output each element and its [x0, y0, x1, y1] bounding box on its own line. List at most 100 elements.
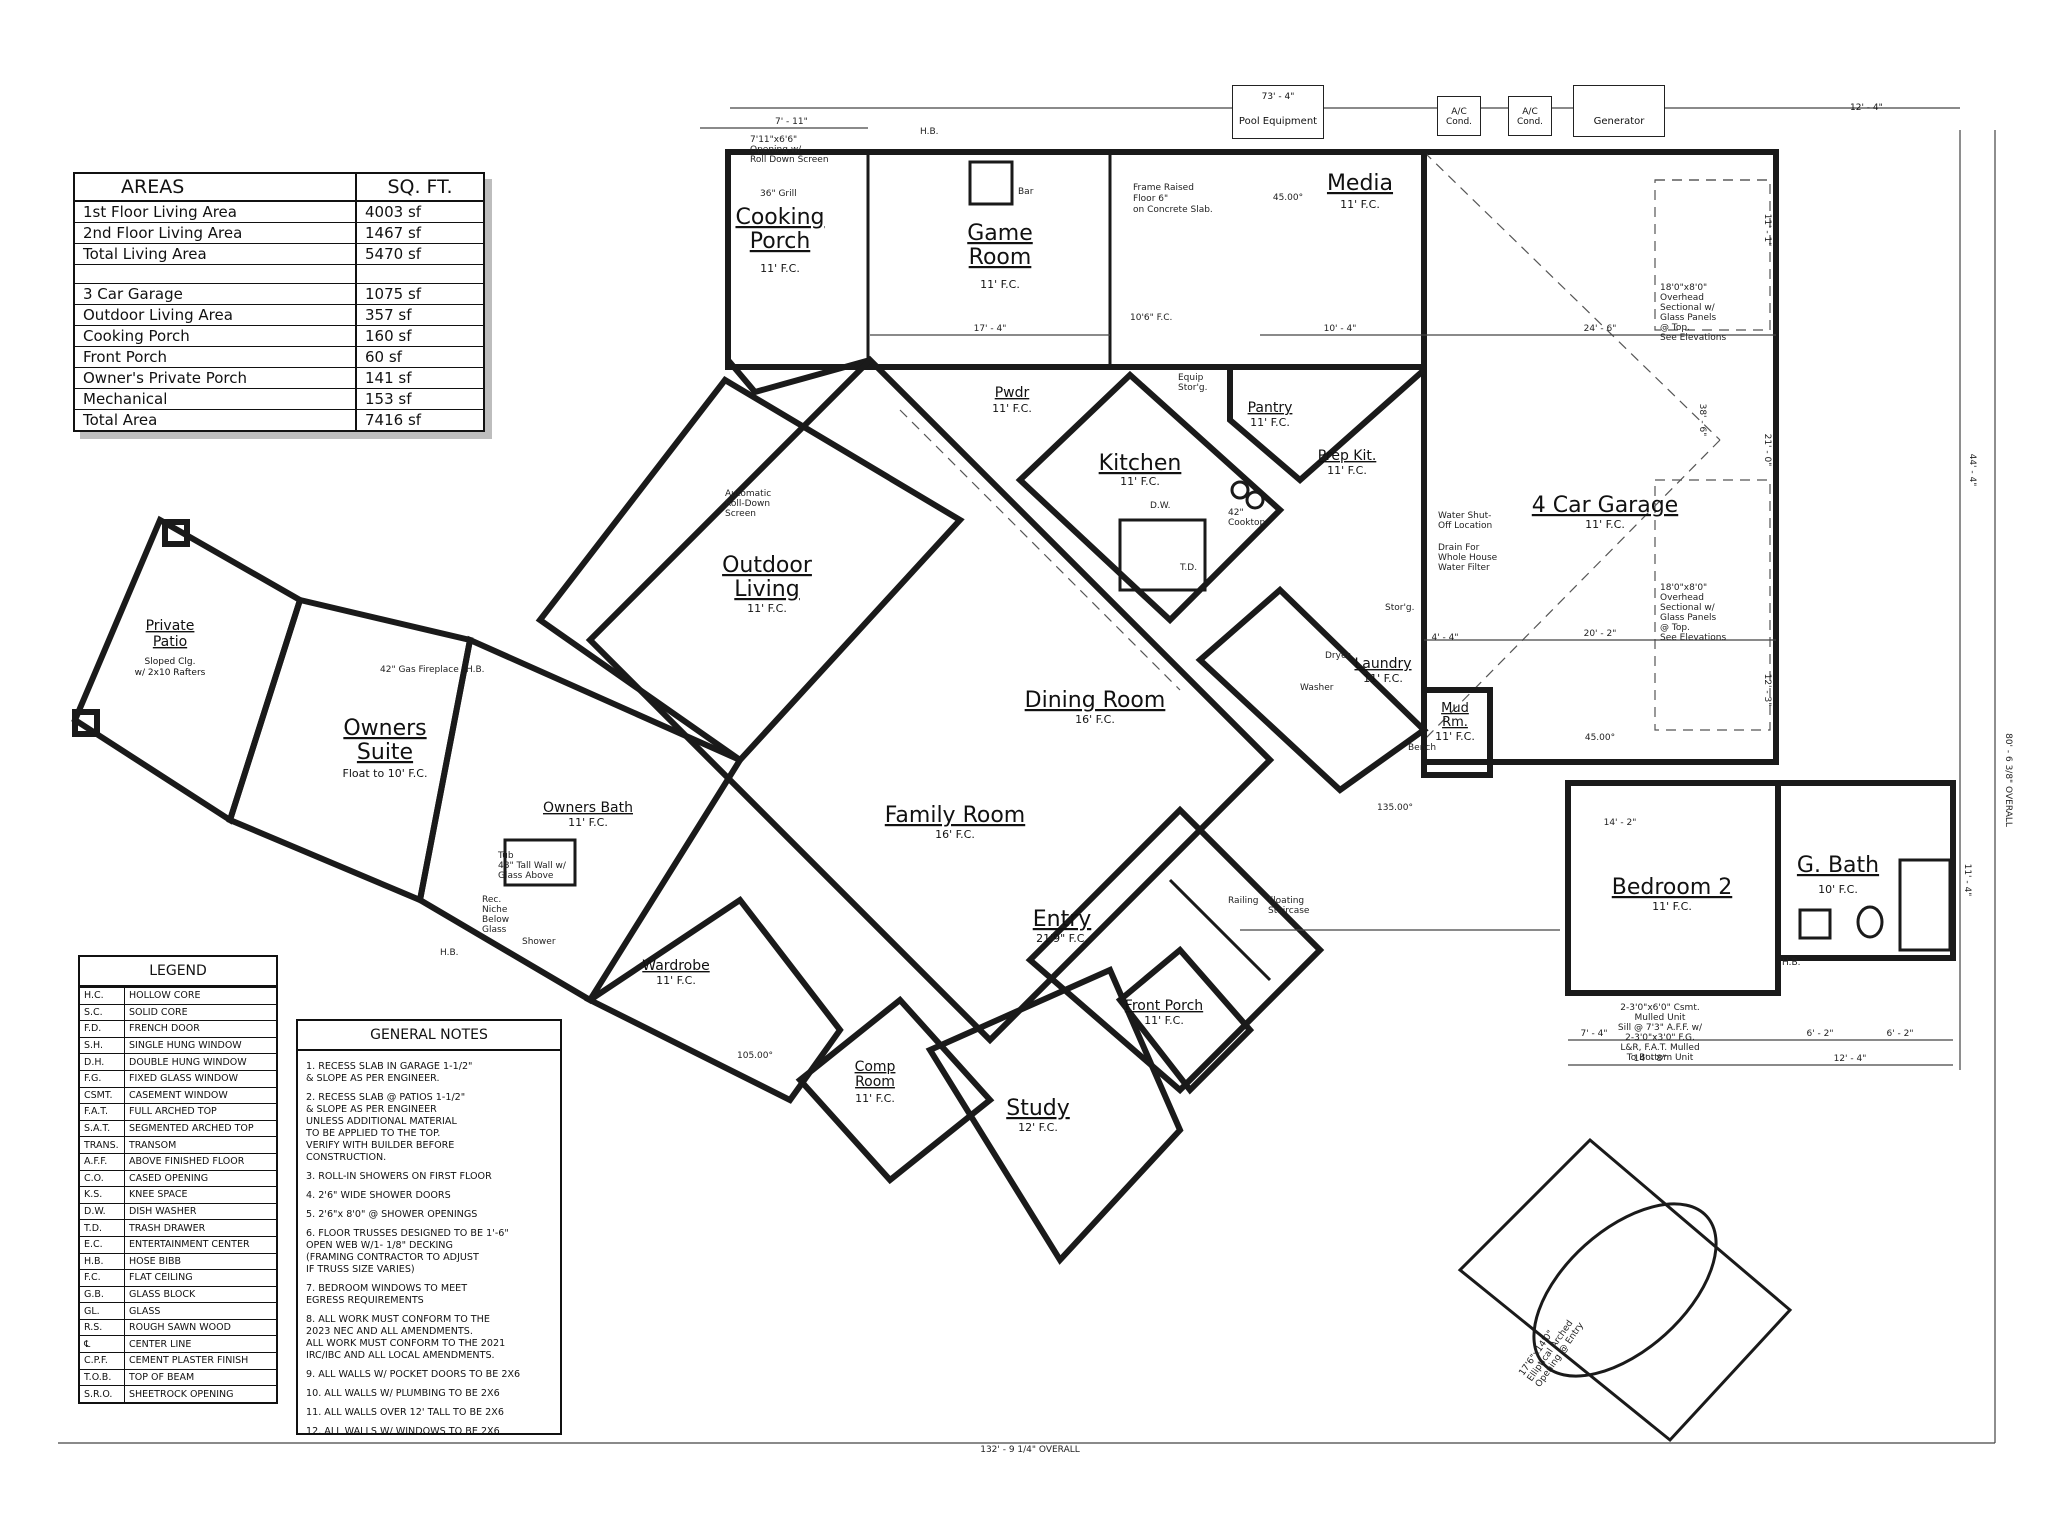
- legend-row: G.B.GLASS BLOCK: [80, 1285, 276, 1303]
- family-room-height: 16' F.C.: [935, 828, 975, 841]
- general-notes-list: 1. RECESS SLAB IN GARAGE 1-1/2" & SLOPE …: [298, 1061, 560, 1438]
- general-note-item: 8. ALL WORK MUST CONFORM TO THE 2023 NEC…: [306, 1314, 506, 1361]
- front-porch-name: Front Porch: [1125, 998, 1203, 1014]
- dim-21-0-text: 21' - 0": [1762, 434, 1772, 467]
- areas-row-blank: [75, 264, 356, 284]
- g-bath-name: G. Bath: [1797, 853, 1879, 878]
- legend-row: S.C.SOLID CORE: [80, 1003, 276, 1021]
- legend-row: CSMT.CASEMENT WINDOW: [80, 1086, 276, 1104]
- bench-label: Bench: [1408, 743, 1436, 753]
- legend-abbr: F.D.: [80, 1020, 125, 1038]
- pantry-walls: [1227, 367, 1426, 484]
- g-bath-shower: [1898, 858, 1952, 952]
- cooktop-burner-1: [1230, 480, 1250, 500]
- kitchen-name: Kitchen: [1099, 451, 1182, 476]
- areas-row-label: 3 Car Garage: [75, 283, 356, 305]
- legend-desc: TRANSOM: [124, 1136, 276, 1154]
- entry-height: 21'9" F.C.: [1036, 932, 1088, 945]
- angle-135-text: 135.00°: [1377, 803, 1413, 813]
- legend-desc: GLASS: [124, 1302, 276, 1320]
- dimension-labels: 17' - 4" 10' - 4" 24' - 6" 20' - 2" 14' …: [737, 193, 1972, 1064]
- legend-abbr: T.O.B.: [80, 1368, 125, 1386]
- dim-6-2a-text: 6' - 2": [1806, 1029, 1833, 1039]
- patio-column-1: [162, 519, 190, 547]
- areas-row-label: Owner's Private Porch: [75, 367, 356, 389]
- right-overall-text-2: 44' - 4": [1967, 454, 1977, 487]
- staircase: [1168, 878, 1272, 982]
- family-dining-walls: [585, 355, 1275, 1045]
- areas-row-label: 2nd Floor Living Area: [75, 222, 356, 244]
- g-bath-height: 10' F.C.: [1818, 883, 1858, 896]
- ac-condenser-1: A/C Cond.: [1437, 96, 1481, 136]
- garage-height: 11' F.C.: [1585, 518, 1625, 531]
- cooktop-label: 42"Cooktop: [1228, 508, 1266, 528]
- general-notes-title: GENERAL NOTES: [298, 1021, 560, 1051]
- legend-abbr: A.F.F.: [80, 1152, 125, 1171]
- legend-desc: GLASS BLOCK: [124, 1285, 276, 1303]
- legend-desc: FLAT CEILING: [124, 1269, 276, 1287]
- legend-abbr: H.C.: [80, 987, 125, 1005]
- legend-abbr: GL.: [80, 1302, 125, 1320]
- legend-abbr: H.B.: [80, 1252, 125, 1270]
- legend-desc: KNEE SPACE: [124, 1186, 276, 1204]
- angle-45a-text: 45.00°: [1273, 193, 1303, 203]
- frame-raised-label-2: Floor 6": [1133, 194, 1168, 204]
- patio-column-2: [72, 709, 100, 737]
- private-patio-walls: [71, 515, 304, 825]
- legend-abbr: S.H.: [80, 1036, 125, 1054]
- legend-row: A.F.F.ABOVE FINISHED FLOOR: [80, 1152, 276, 1171]
- mud-room-height: 11' F.C.: [1435, 730, 1475, 743]
- general-note-item: 6. FLOOR TRUSSES DESIGNED TO BE 1'-6" OP…: [306, 1228, 509, 1275]
- hb-label-4: H.B.: [1782, 958, 1801, 968]
- legend-desc: FIXED GLASS WINDOW: [124, 1069, 276, 1088]
- legend-desc: CEMENT PLASTER FINISH: [124, 1352, 276, 1370]
- front-porch-walls: [1115, 945, 1255, 1095]
- legend-row: R.S.ROUGH SAWN WOOD: [80, 1318, 276, 1336]
- study-walls: [925, 966, 1184, 1265]
- bedroom2-name: Bedroom 2: [1612, 875, 1733, 900]
- frame-raised-label: Frame Raised: [1133, 183, 1194, 193]
- general-note-item: 2. RECESS SLAB @ PATIOS 1-1/2" & SLOPE A…: [306, 1092, 466, 1163]
- prep-kit-height: 11' F.C.: [1327, 464, 1367, 477]
- areas-row-value: 7416 sf: [355, 409, 483, 430]
- areas-row-value: 4003 sf: [355, 201, 483, 223]
- legend-desc: SINGLE HUNG WINDOW: [124, 1036, 276, 1054]
- owners-bath-name: Owners Bath: [543, 800, 633, 816]
- legend-row: S.A.T.SEGMENTED ARCHED TOP: [80, 1119, 276, 1137]
- second-floor-line: [1423, 151, 1721, 441]
- entry-name: Entry: [1033, 907, 1092, 932]
- legend-desc: FRENCH DOOR: [124, 1020, 276, 1038]
- storg-label: Stor'g.: [1385, 603, 1415, 613]
- laundry-height: 11' F.C.: [1363, 672, 1403, 685]
- legend-row: T.O.B.TOP OF BEAM: [80, 1368, 276, 1386]
- garage-width2-dim-text: 20' - 2": [1584, 629, 1617, 639]
- legend-desc: FULL ARCHED TOP: [124, 1103, 276, 1121]
- areas-row-label: Cooking Porch: [75, 325, 356, 347]
- areas-row-label: Mechanical: [75, 388, 356, 410]
- legend-desc: SHEETROCK OPENING: [124, 1385, 276, 1402]
- wardrobe-name: Wardrobe: [642, 958, 709, 974]
- areas-sf-header: SQ. FT.: [355, 174, 483, 202]
- general-note-item: 11. ALL WALLS OVER 12' TALL TO BE 2X6: [306, 1407, 504, 1418]
- general-note-item: 5. 2'6"x 8'0" @ SHOWER OPENINGS: [306, 1209, 478, 1220]
- g-bath-toilet: [1856, 905, 1884, 939]
- general-note-item: 4. 2'6" WIDE SHOWER DOORS: [306, 1190, 451, 1201]
- dim-12-3-text: 12' - 3": [1762, 674, 1772, 707]
- legend-abbr: S.R.O.: [80, 1385, 125, 1402]
- areas-row-value: 1467 sf: [355, 222, 483, 244]
- legend-desc: CASED OPENING: [124, 1169, 276, 1187]
- areas-row-value: 1075 sf: [355, 283, 483, 305]
- dim-7-4-text: 7' - 4": [1580, 1029, 1607, 1039]
- study-height: 12' F.C.: [1018, 1121, 1058, 1134]
- media-height: 11' F.C.: [1340, 198, 1380, 211]
- legend-abbr: T.D.: [80, 1219, 125, 1237]
